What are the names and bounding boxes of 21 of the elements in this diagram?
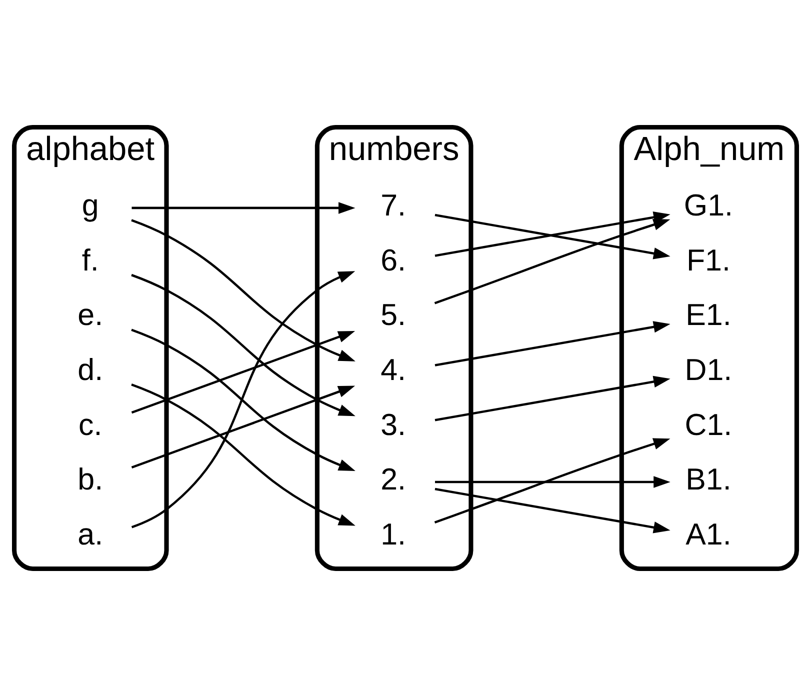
node-text: d. [78, 352, 104, 386]
node-text: D1. [684, 352, 732, 386]
node-text: g [82, 188, 99, 222]
node-text: C1. [684, 407, 732, 442]
node-text: b. [78, 462, 104, 496]
node-text: 4. [380, 352, 406, 386]
node-text: E1. [686, 298, 732, 332]
node-text: 5. [380, 298, 406, 332]
node-text: B1. [686, 462, 732, 496]
node-text: 7. [380, 188, 406, 222]
node-text: a. [78, 516, 104, 551]
node-text: e. [78, 298, 104, 332]
node-text: G1. [684, 188, 733, 222]
node-text: 1. [380, 516, 406, 551]
node-text: F1. [686, 242, 730, 277]
node-text: 2. [380, 462, 406, 496]
node-text: A1. [686, 516, 732, 551]
node-text: f. [82, 242, 99, 277]
node-text: 6. [380, 242, 406, 277]
node-text: c. [78, 407, 102, 442]
node-text: 3. [380, 407, 406, 442]
